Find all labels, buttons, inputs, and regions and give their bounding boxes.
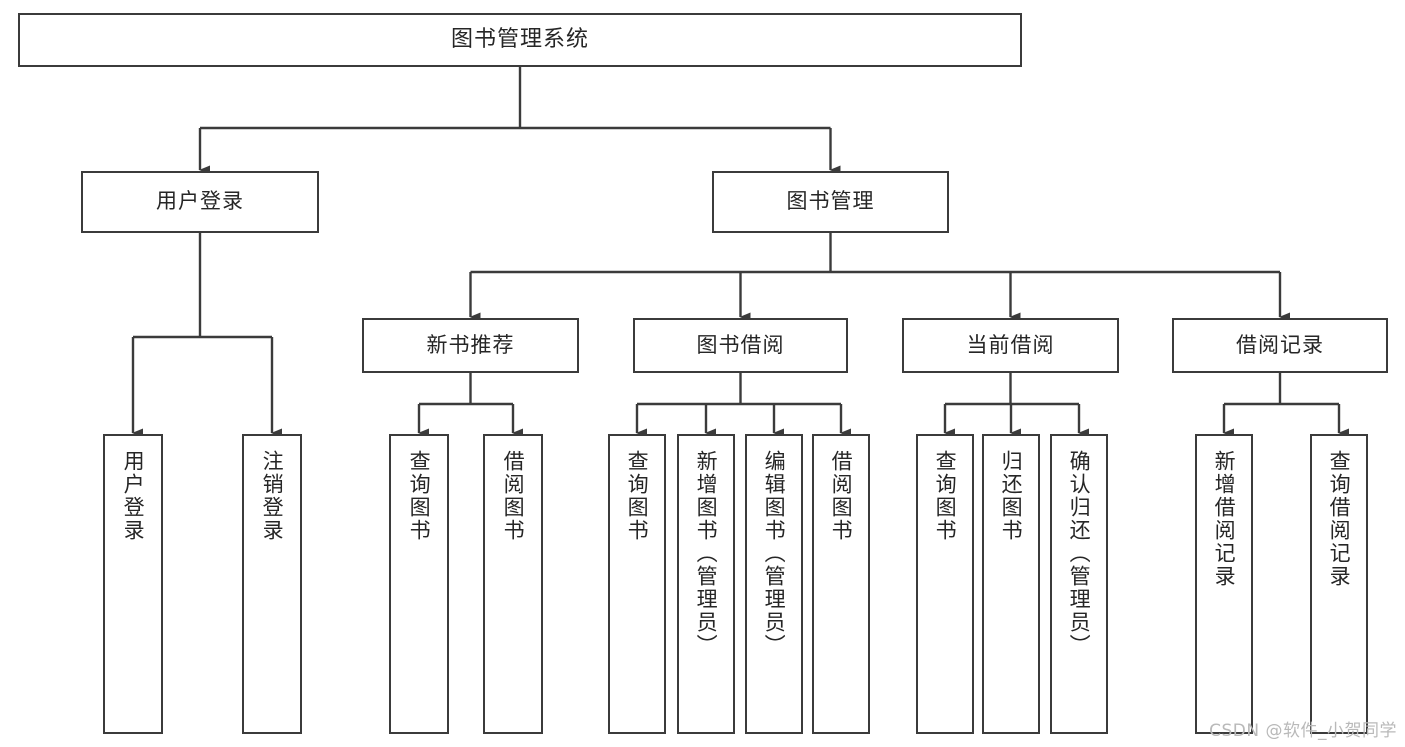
node-label: 查询借阅记录 xyxy=(1327,450,1352,588)
node-label: 用户登录 xyxy=(121,450,146,542)
node-label: 查询图书 xyxy=(407,450,432,542)
node-leaf-nb-query: 查询图书 xyxy=(389,434,449,734)
node-leaf-userlogin: 用户登录 xyxy=(103,434,163,734)
node-current: 当前借阅 xyxy=(902,318,1119,373)
node-records: 借阅记录 xyxy=(1172,318,1388,373)
node-label: 新增图书（管理员） xyxy=(694,450,719,657)
node-root: 图书管理系统 xyxy=(18,13,1022,67)
node-label: 注销登录 xyxy=(260,450,285,542)
node-login: 用户登录 xyxy=(81,171,319,233)
node-leaf-rec-query: 查询借阅记录 xyxy=(1310,434,1368,734)
node-leaf-cur-query: 查询图书 xyxy=(916,434,974,734)
node-label: 查询图书 xyxy=(625,450,650,542)
node-newbook: 新书推荐 xyxy=(362,318,579,373)
node-label: 新增借阅记录 xyxy=(1212,450,1237,588)
node-label: 借阅记录 xyxy=(1236,332,1324,357)
node-label: 编辑图书（管理员） xyxy=(762,450,787,657)
node-leaf-bw-edit: 编辑图书（管理员） xyxy=(745,434,803,734)
node-label: 图书借阅 xyxy=(696,332,785,357)
node-leaf-cur-return: 归还图书 xyxy=(982,434,1040,734)
node-label: 新书推荐 xyxy=(426,332,515,357)
node-leaf-nb-borrow: 借阅图书 xyxy=(483,434,543,734)
node-label: 当前借阅 xyxy=(966,332,1055,357)
node-label: 确认归还（管理员） xyxy=(1067,450,1092,657)
node-label: 借阅图书 xyxy=(829,450,854,542)
node-leaf-bw-query: 查询图书 xyxy=(608,434,666,734)
node-leaf-bw-borrow: 借阅图书 xyxy=(812,434,870,734)
node-label: 图书管理 xyxy=(786,189,875,214)
node-label: 图书管理系统 xyxy=(450,26,589,52)
node-leaf-logout: 注销登录 xyxy=(242,434,302,734)
node-label: 归还图书 xyxy=(999,450,1024,542)
node-borrow: 图书借阅 xyxy=(633,318,848,373)
node-leaf-cur-confirm: 确认归还（管理员） xyxy=(1050,434,1108,734)
node-label: 用户登录 xyxy=(156,189,244,214)
node-leaf-rec-add: 新增借阅记录 xyxy=(1195,434,1253,734)
node-bookmgmt: 图书管理 xyxy=(712,171,949,233)
node-leaf-bw-add: 新增图书（管理员） xyxy=(677,434,735,734)
connector-lines xyxy=(131,67,1349,438)
node-label: 查询图书 xyxy=(933,450,958,542)
watermark-label: CSDN @软件_小贺同学 xyxy=(1209,721,1397,741)
node-label: 借阅图书 xyxy=(501,450,526,542)
